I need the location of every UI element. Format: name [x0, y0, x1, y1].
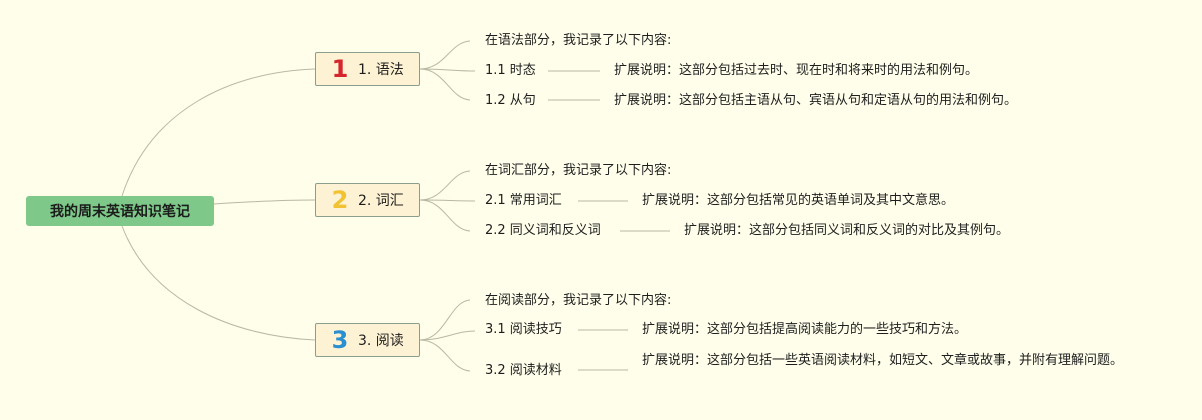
reading-intro[interactable]: 在阅读部分，我记录了以下内容: [485, 293, 672, 308]
vocabulary-item-synonyms-note[interactable]: 扩展说明：这部分包括同义词和反义词的对比及其例句。 [684, 223, 1010, 238]
grammar-item-clause[interactable]: 1.2 从句 [485, 93, 536, 108]
branch-grammar[interactable]: 1 1. 语法 [315, 52, 420, 86]
reading-item-skills[interactable]: 3.1 阅读技巧 [485, 322, 562, 337]
vocabulary-intro[interactable]: 在词汇部分，我记录了以下内容: [485, 163, 672, 178]
branch-vocabulary-label: 2. 词汇 [358, 193, 404, 209]
grammar-intro[interactable]: 在语法部分，我记录了以下内容: [485, 33, 672, 48]
reading-item-materials-note[interactable]: 扩展说明：这部分包括一些英语阅读材料，如短文、文章或故事，并附有理解问题。 [642, 353, 1124, 368]
vocabulary-item-common[interactable]: 2.1 常用词汇 [485, 193, 562, 208]
root-to-reading-line [121, 225, 316, 341]
root-to-vocab-line [213, 199, 316, 205]
vocabulary-item-common-note[interactable]: 扩展说明：这部分包括常见的英语单词及其中文意思。 [642, 193, 955, 208]
grammar-item-tense[interactable]: 1.1 时态 [485, 63, 536, 78]
grammar-item-tense-note[interactable]: 扩展说明：这部分包括过去时、现在时和将来时的用法和例句。 [614, 63, 979, 78]
root-topic[interactable]: 我的周末英语知识笔记 [26, 196, 214, 226]
branch-vocabulary[interactable]: 2 2. 词汇 [315, 183, 420, 217]
branch-reading[interactable]: 3 3. 阅读 [315, 323, 420, 357]
branch-reading-label: 3. 阅读 [358, 333, 404, 349]
root-to-grammar-line [121, 68, 316, 197]
grammar-item-clause-note[interactable]: 扩展说明：这部分包括主语从句、宾语从句和定语从句的用法和例句。 [614, 93, 1018, 108]
number-three-icon: 3 [331, 326, 349, 354]
number-one-icon: 1 [331, 55, 349, 83]
reading-item-skills-note[interactable]: 扩展说明：这部分包括提高阅读能力的一些技巧和方法。 [642, 322, 968, 337]
vocabulary-item-synonyms[interactable]: 2.2 同义词和反义词 [485, 223, 601, 238]
number-two-icon: 2 [331, 186, 349, 214]
branch-grammar-label: 1. 语法 [358, 62, 404, 78]
reading-item-materials[interactable]: 3.2 阅读材料 [485, 363, 562, 378]
